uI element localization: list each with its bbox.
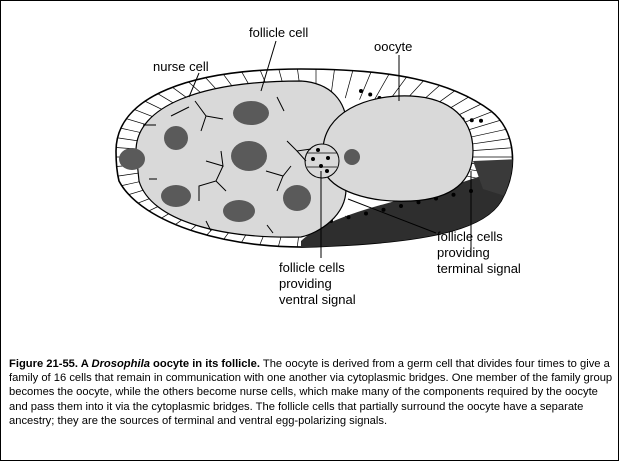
follicle-cell-nucleus: [470, 118, 474, 122]
caption-title-prefix: Figure 21-55. A: [9, 358, 91, 370]
follicle-cell-nucleus: [368, 93, 372, 97]
label-ventral-line2: providing: [279, 276, 332, 291]
follicle-cell-nucleus: [479, 119, 483, 123]
label-terminal-line2: providing: [437, 245, 490, 260]
follicle-cell-nucleus: [382, 208, 386, 212]
follicle-cell-nucleus: [364, 212, 368, 216]
label-oocyte: oocyte: [374, 39, 412, 54]
oocyte: [323, 96, 473, 201]
caption-title: Figure 21-55. A Drosophila oocyte in its…: [9, 358, 260, 370]
follicle-cell-nucleus: [359, 89, 363, 93]
figure-caption: Figure 21-55. A Drosophila oocyte in its…: [9, 357, 613, 428]
label-ventral-line1: follicle cells: [279, 260, 345, 275]
label-terminal-line1: follicle cells: [437, 229, 503, 244]
label-ventral-line3: ventral signal: [279, 292, 356, 307]
caption-title-italic: Drosophila: [91, 358, 149, 370]
label-nurse-cell: nurse cell: [153, 59, 209, 74]
caption-title-suffix: oocyte in its follicle.: [150, 358, 260, 370]
follicle-diagram: follicle cell oocyte nurse cell follicle…: [1, 1, 618, 351]
label-terminal-line3: terminal signal: [437, 261, 521, 276]
follicle-cell-nucleus: [399, 204, 403, 208]
follicle-cell-nucleus: [347, 215, 351, 219]
oocyte-nucleus: [344, 149, 360, 165]
label-follicle-cell: follicle cell: [249, 25, 308, 40]
follicle-cell-nucleus: [452, 193, 456, 197]
